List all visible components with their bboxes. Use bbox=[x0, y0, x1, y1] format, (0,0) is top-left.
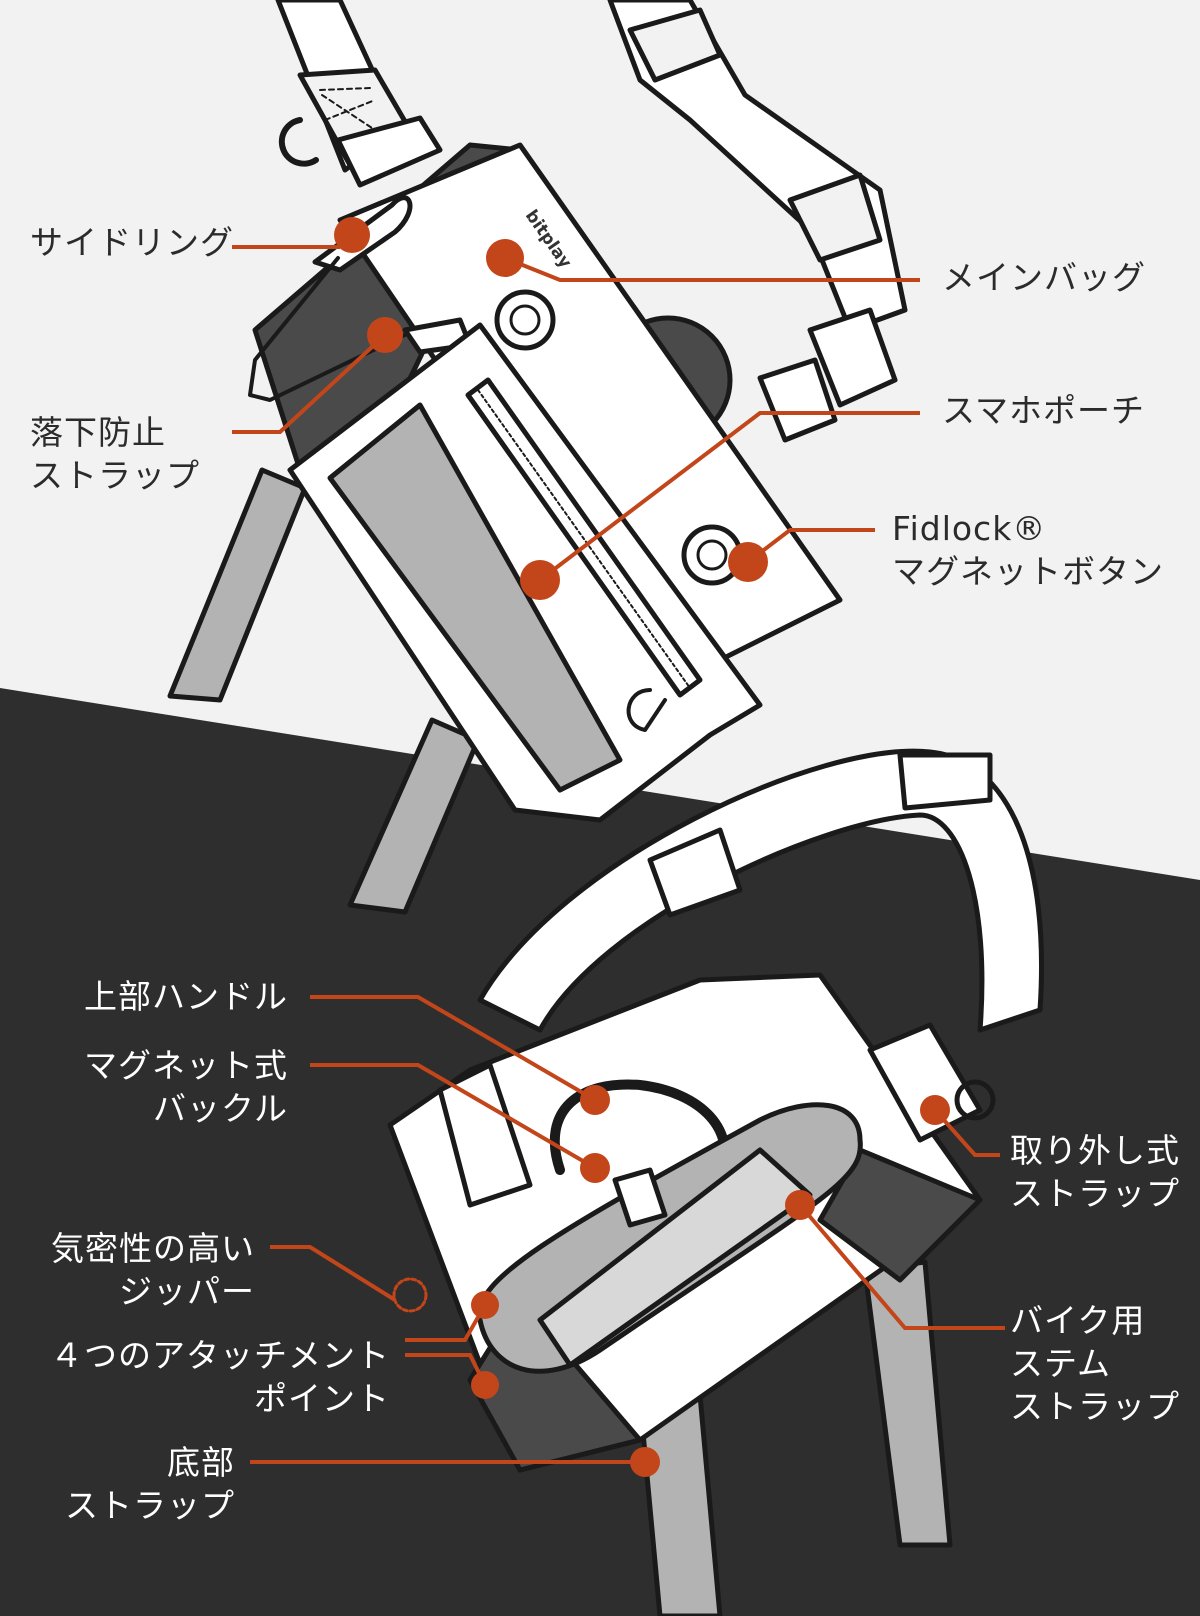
leader-zipper bbox=[270, 1245, 397, 1302]
label-magnetic-buckle-line2: バックル bbox=[152, 1088, 288, 1128]
label-main-bag-text: メインバッグ bbox=[942, 258, 1146, 297]
top-left-gray-strap bbox=[167, 467, 308, 703]
label-phone-pouch: スマホポーチ bbox=[942, 390, 1145, 433]
dot-fidlock bbox=[728, 542, 768, 582]
label-attachment-points-line1: ４つのアタッチメント bbox=[50, 1336, 390, 1375]
label-stem-strap-line3: ストラップ bbox=[1010, 1386, 1180, 1426]
label-drop-strap-line2: ストラップ bbox=[30, 455, 200, 495]
strap-right-buckle bbox=[627, 7, 723, 83]
bottom-d-ring bbox=[954, 1079, 996, 1121]
strap-right-lower bbox=[807, 307, 898, 408]
drop-strap-cord bbox=[248, 256, 417, 402]
strap-right-hook bbox=[757, 357, 838, 443]
dot-drop-strap bbox=[367, 317, 403, 353]
label-top-handle: 上部ハンドル bbox=[84, 976, 288, 1019]
leader-removable-strap bbox=[933, 1108, 1000, 1157]
label-bottom-strap: 底部 ストラップ bbox=[65, 1442, 235, 1528]
arch-strap-slider bbox=[897, 752, 993, 811]
zipper-pull bbox=[626, 688, 667, 732]
removable-strap-end bbox=[867, 1022, 983, 1143]
bottom-bag-illustration bbox=[387, 748, 1045, 1616]
dot-bottom-strap bbox=[630, 1447, 660, 1477]
leader-phone-pouch bbox=[538, 411, 920, 582]
dot-attachment-1 bbox=[471, 1291, 499, 1319]
label-stem-strap-line2: ステム bbox=[1010, 1343, 1112, 1383]
label-side-ring-text: サイドリング bbox=[30, 223, 234, 262]
removable-strap-left bbox=[437, 1062, 533, 1208]
callout-leaders bbox=[232, 245, 1005, 1464]
label-bottom-strap-line1: 底部 bbox=[167, 1443, 235, 1482]
top-bag-illustration: bitplay bbox=[167, 0, 908, 915]
label-bottom-strap-line2: ストラップ bbox=[65, 1485, 235, 1525]
label-drop-strap-line1: 落下防止 bbox=[30, 413, 166, 452]
label-removable-strap-line2: ストラップ bbox=[1010, 1173, 1180, 1213]
leader-magnetic-buckle bbox=[310, 1063, 597, 1170]
fidlock-inner bbox=[696, 539, 728, 571]
zipper-teeth bbox=[477, 389, 691, 689]
top-handle-shape bbox=[549, 1079, 731, 1185]
top-d-ring bbox=[278, 117, 319, 167]
dot-phone-pouch bbox=[520, 560, 560, 600]
dot-stem-strap bbox=[785, 1190, 815, 1220]
callout-dots bbox=[334, 217, 950, 1477]
label-fidlock-line2: マグネットボタン bbox=[892, 551, 1164, 591]
zipper-marker-ring bbox=[392, 1277, 428, 1313]
label-airtight-zipper: 気密性の高い ジッパー bbox=[51, 1228, 255, 1314]
label-airtight-zipper-line1: 気密性の高い bbox=[51, 1229, 255, 1268]
dot-magnetic-buckle bbox=[580, 1153, 610, 1183]
label-removable-strap: 取り外し式 ストラップ bbox=[1010, 1130, 1180, 1216]
phone-pouch-window bbox=[327, 402, 623, 793]
strap-right-patch bbox=[787, 172, 883, 263]
label-attachment-points: ４つのアタッチメント ポイント bbox=[50, 1335, 390, 1421]
leader-drop-strap bbox=[232, 333, 387, 434]
label-side-ring: サイドリング bbox=[30, 222, 234, 265]
leader-top-handle bbox=[310, 995, 597, 1102]
label-magnetic-buckle: マグネット式 バックル bbox=[84, 1045, 288, 1131]
bottom-bag-dark-side bbox=[817, 1147, 983, 1283]
label-fidlock-line1: Fidlock® bbox=[892, 509, 1047, 548]
label-drop-strap: 落下防止 ストラップ bbox=[30, 412, 200, 498]
dot-side-ring bbox=[334, 217, 370, 253]
label-removable-strap-line1: 取り外し式 bbox=[1010, 1131, 1180, 1170]
dot-attachment-2 bbox=[471, 1371, 499, 1399]
label-stem-strap: バイク用 ステム ストラップ bbox=[1010, 1300, 1180, 1429]
label-phone-pouch-text: スマホポーチ bbox=[942, 391, 1146, 430]
strap-stitch bbox=[319, 87, 376, 129]
dot-top-handle bbox=[580, 1085, 610, 1115]
top-strap-buckle bbox=[335, 115, 443, 188]
label-stem-strap-line1: バイク用 bbox=[1010, 1301, 1146, 1340]
label-attachment-points-line2: ポイント bbox=[254, 1378, 390, 1418]
magnetic-buckle-shape bbox=[612, 1167, 668, 1228]
label-airtight-zipper-line2: ジッパー bbox=[119, 1271, 255, 1311]
arch-strap-buckle bbox=[647, 827, 743, 918]
label-top-handle-text: 上部ハンドル bbox=[84, 977, 288, 1016]
dot-removable-strap bbox=[920, 1095, 950, 1125]
label-fidlock: Fidlock® マグネットボタン bbox=[892, 508, 1164, 594]
label-magnetic-buckle-line1: マグネット式 bbox=[84, 1046, 288, 1085]
upper-magnet-inner bbox=[509, 304, 541, 336]
leader-stem-strap bbox=[798, 1203, 1005, 1330]
dot-main-bag bbox=[486, 239, 524, 277]
leader-main-bag bbox=[504, 256, 920, 282]
label-main-bag: メインバッグ bbox=[942, 257, 1146, 300]
